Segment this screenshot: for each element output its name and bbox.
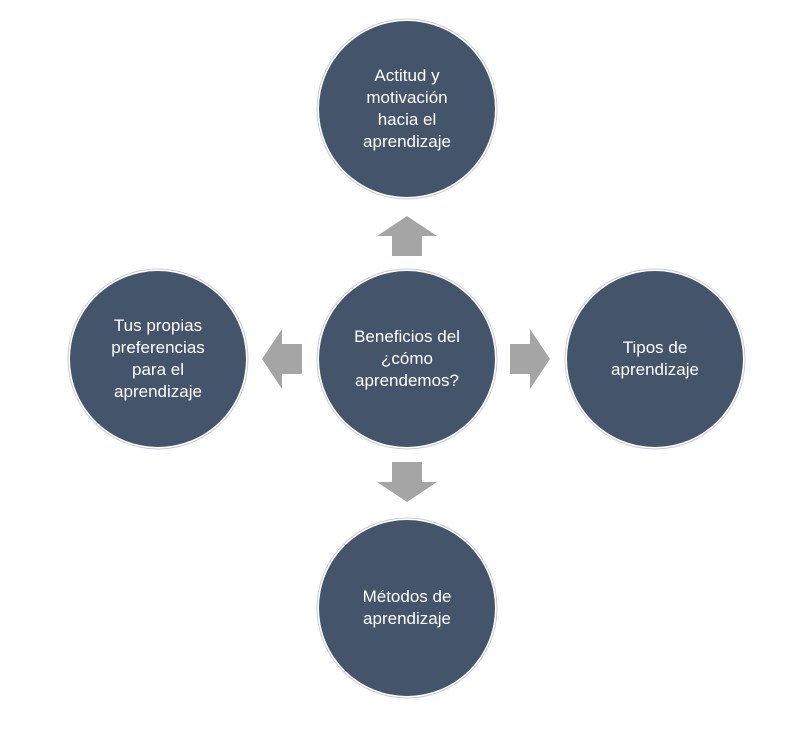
node-preferencias-label: Tus propias preferencias para el aprendi… (111, 316, 205, 401)
node-center-beneficios: Beneficios del ¿cómo aprendemos? (319, 271, 495, 447)
arrow-down-icon (377, 462, 437, 502)
arrow-up-icon (377, 216, 437, 256)
node-tipos: Tipos de aprendizaje (567, 271, 743, 447)
arrow-left-icon (262, 329, 302, 389)
node-actitud-motivacion-label: Actitud y motivación hacia el aprendizaj… (363, 66, 451, 151)
arrow-right-icon (510, 329, 550, 389)
node-actitud-motivacion: Actitud y motivación hacia el aprendizaj… (319, 21, 495, 197)
node-preferencias: Tus propias preferencias para el aprendi… (70, 271, 246, 447)
node-center-label: Beneficios del ¿cómo aprendemos? (354, 327, 460, 390)
node-metodos: Métodos de aprendizaje (319, 520, 495, 696)
node-metodos-label: Métodos de aprendizaje (362, 587, 452, 628)
node-tipos-label: Tipos de aprendizaje (611, 338, 699, 379)
